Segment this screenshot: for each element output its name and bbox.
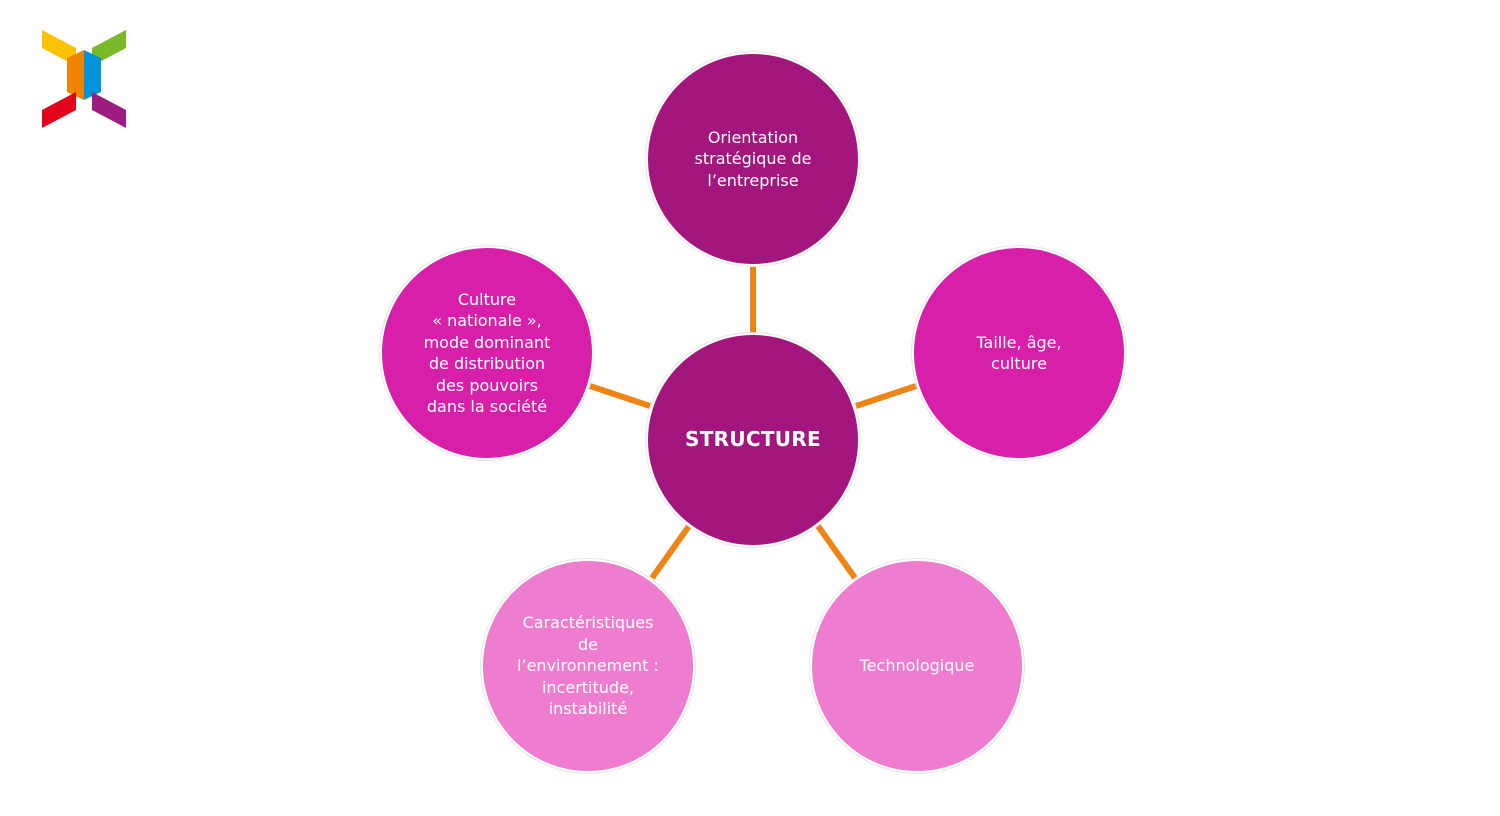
node-taille: Taille, âge, culture: [912, 246, 1126, 460]
node-orientation-label: Orientation stratégique de l’entreprise: [694, 127, 812, 190]
logo-blue-shape: [84, 50, 101, 100]
logo-yellow-shape: [42, 30, 76, 66]
logo-orange-shape: [67, 50, 84, 100]
brand-logo: [42, 30, 126, 128]
node-environnement: Caractéristiques de l’environnement : in…: [481, 559, 695, 773]
node-technologique-label: Technologique: [859, 656, 975, 676]
node-structure-label: STRUCTURE: [684, 427, 821, 452]
connector-culture-nationale: [589, 383, 651, 409]
node-culture-nationale: Culture « nationale », mode dominant de …: [380, 246, 594, 460]
connector-technologique: [815, 524, 858, 580]
node-technologique: Technologique: [810, 559, 1024, 773]
node-taille-label: Taille, âge, culture: [976, 332, 1062, 374]
connector-taille: [855, 383, 917, 409]
connector-environnement: [649, 524, 692, 580]
node-culture-nationale-label: Culture « nationale », mode dominant de …: [423, 289, 551, 417]
logo-red-shape: [42, 92, 76, 128]
node-structure: STRUCTURE: [646, 333, 860, 547]
logo-purple-shape: [92, 92, 126, 128]
logo-green-shape: [92, 30, 126, 66]
node-environnement-label: Caractéristiques de l’environnement : in…: [517, 613, 659, 719]
node-orientation: Orientation stratégique de l’entreprise: [646, 52, 860, 266]
